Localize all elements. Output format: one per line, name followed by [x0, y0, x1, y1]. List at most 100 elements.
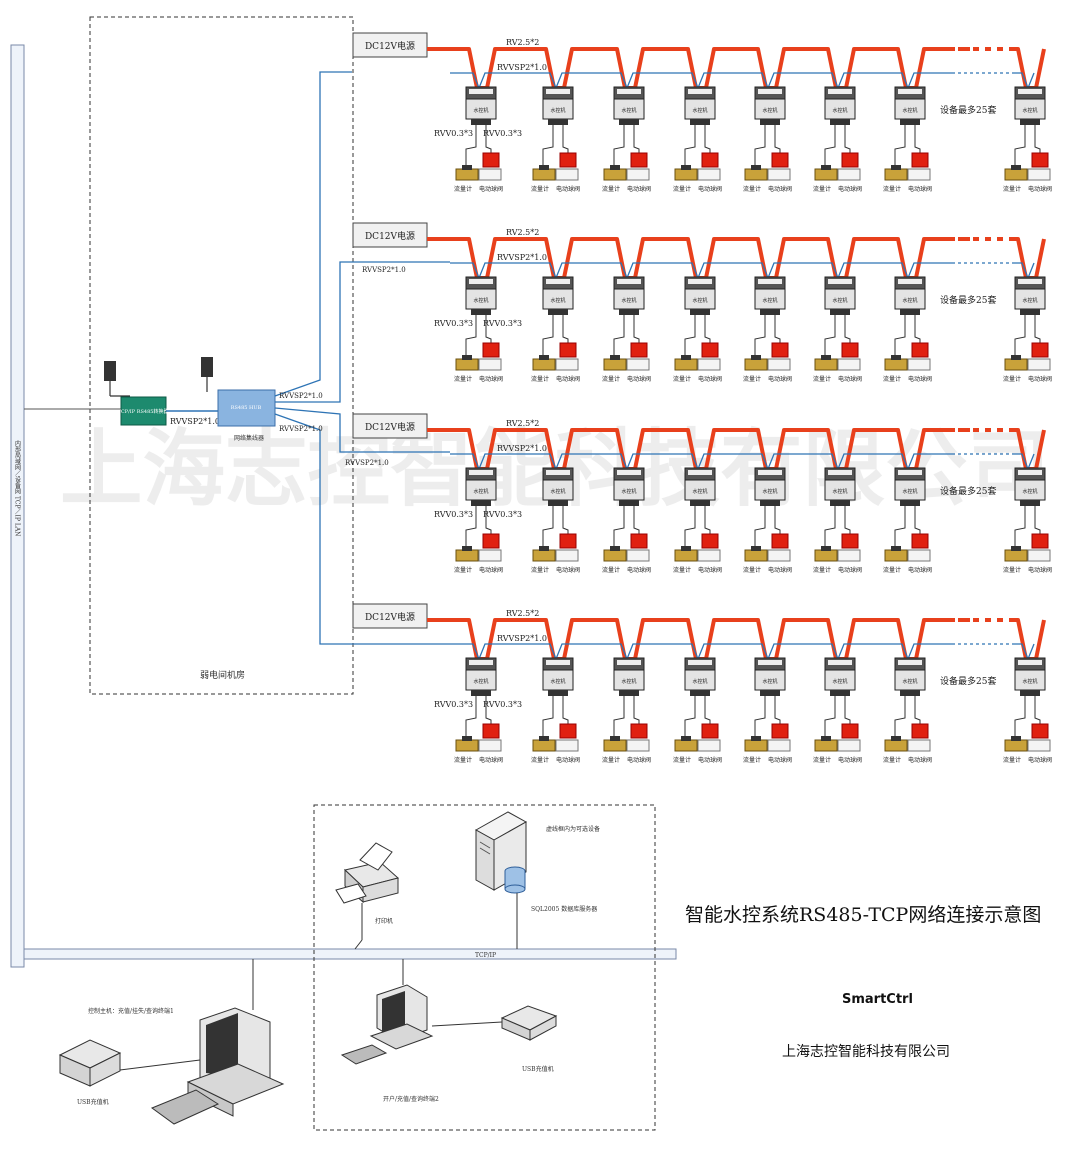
flowmeter-label: 流量计	[883, 375, 901, 383]
valve-cable	[485, 125, 492, 155]
max-devices-note: 设备最多25套	[940, 675, 996, 687]
valve-label: 电动球阀	[698, 375, 722, 383]
flowmeter-label: 流量计	[602, 756, 620, 764]
controller-base	[900, 690, 920, 696]
controller-display	[1018, 470, 1042, 475]
power-supply-label: DC12V电源	[365, 230, 415, 242]
valve-body-icon	[907, 168, 931, 181]
controller-display	[469, 89, 493, 94]
flowmeter-icon	[674, 549, 698, 562]
controller-display	[898, 89, 922, 94]
flowmeter-head-icon	[891, 736, 901, 741]
controller-base	[690, 309, 710, 315]
power-wire	[455, 47, 1046, 90]
water-control-unit: 水控机流量计电动球阀	[743, 657, 792, 764]
flowmeter-icon	[455, 739, 479, 752]
flowmeter-label: 流量计	[602, 375, 620, 383]
flowmeter-icon	[603, 168, 627, 181]
flowmeter-cable	[754, 125, 766, 167]
controller-display	[546, 660, 570, 665]
flowmeter-cable	[542, 506, 554, 548]
flowmeter-cable	[542, 125, 554, 167]
valve-cable	[844, 696, 851, 726]
controller-display	[469, 470, 493, 475]
valve-body-icon	[478, 168, 502, 181]
flowmeter-head-icon	[539, 736, 549, 741]
valve-label: 电动球阀	[627, 375, 651, 383]
flowmeter-head-icon	[821, 165, 831, 170]
continuation-dot	[958, 237, 962, 241]
flowmeter-icon	[532, 739, 556, 752]
controller-base	[900, 309, 920, 315]
water-control-unit: 水控机流量计电动球阀	[602, 657, 651, 764]
flowmeter-label: 流量计	[673, 566, 691, 574]
flowmeter-cable	[1014, 506, 1026, 548]
flowmeter-cable	[684, 696, 696, 738]
valve-actuator-icon	[701, 723, 719, 739]
water-control-unit: 水控机流量计电动球阀	[454, 86, 503, 193]
valve-label: 电动球阀	[908, 375, 932, 383]
controller-label: 水控机	[550, 678, 565, 685]
water-control-unit: 水控机流量计电动球阀	[743, 276, 792, 383]
water-control-unit: 水控机流量计电动球阀	[743, 86, 792, 193]
valve-body-icon	[697, 549, 721, 562]
valve-label: 电动球阀	[908, 756, 932, 764]
controller-base	[471, 309, 491, 315]
brand-name: SmartCtrl	[842, 992, 913, 1007]
valve-body-icon	[837, 739, 861, 752]
flowmeter-icon	[603, 739, 627, 752]
valve-label: 电动球阀	[838, 756, 862, 764]
controller-base	[690, 690, 710, 696]
flowmeter-head-icon	[539, 165, 549, 170]
server-note: 虚线框内为可选设备	[546, 825, 600, 833]
continuation-dot	[958, 618, 962, 622]
bus-cable-label: RVVSP2*1.0	[497, 253, 547, 262]
controller-display	[546, 279, 570, 284]
water-control-unit: 水控机流量计电动球阀	[1003, 276, 1052, 383]
controller-display	[1018, 279, 1042, 284]
water-control-unit: 水控机流量计电动球阀	[813, 86, 862, 193]
controller-label: 水控机	[902, 107, 917, 114]
water-control-unit: 水控机流量计电动球阀	[1003, 467, 1052, 574]
valve-actuator-icon	[559, 152, 577, 168]
valve-actuator-icon	[701, 152, 719, 168]
flowmeter-icon	[455, 168, 479, 181]
flowmeter-cable	[824, 315, 836, 357]
valve-label: 电动球阀	[698, 566, 722, 574]
converter-cable-label: RVVSP2*1.0	[170, 417, 220, 426]
flowmeter-head-icon	[610, 736, 620, 741]
controller-label: 水控机	[832, 297, 847, 304]
controller-display	[828, 89, 852, 94]
controller-display	[617, 470, 641, 475]
controller-base	[1020, 119, 1040, 125]
diagram-title: 智能水控系统RS485-TCP网络连接示意图	[685, 904, 1041, 926]
valve-actuator-icon	[701, 533, 719, 549]
usb-charger-right-icon	[500, 1005, 558, 1041]
flowmeter-icon	[884, 739, 908, 752]
bus-wire	[450, 262, 1035, 280]
valve-actuator-icon	[559, 723, 577, 739]
valve-actuator-icon	[482, 152, 500, 168]
terminal2-label: 开户/充值/查询终端2	[383, 1095, 439, 1103]
flowmeter-head-icon	[539, 355, 549, 360]
valve-body-icon	[697, 358, 721, 371]
printer-label: 打印机	[375, 917, 393, 925]
flowmeter-cable	[824, 125, 836, 167]
hub-power-adapter-icon	[201, 357, 213, 392]
controller-label: 水控机	[692, 488, 707, 495]
flowmeter-head-icon	[462, 355, 472, 360]
controller-label: 水控机	[621, 107, 636, 114]
controller-base	[900, 500, 920, 506]
optional-equipment-box	[313, 804, 656, 1131]
flowmeter-label: 流量计	[602, 185, 620, 193]
controller-base	[830, 119, 850, 125]
valve-actuator-icon	[482, 342, 500, 358]
power-supply-box	[352, 603, 428, 629]
controller-label: 水控机	[621, 297, 636, 304]
sensor-cable-b-label: RVV0.3*3	[483, 700, 522, 709]
flowmeter-cable	[1014, 125, 1026, 167]
flowmeter-head-icon	[462, 165, 472, 170]
converter-label: TCP/IP RS485转换器	[118, 408, 169, 415]
hub-branch-label-2: RVVSP2*1.0	[362, 266, 406, 274]
power-cable-label: RV2.5*2	[506, 609, 539, 618]
